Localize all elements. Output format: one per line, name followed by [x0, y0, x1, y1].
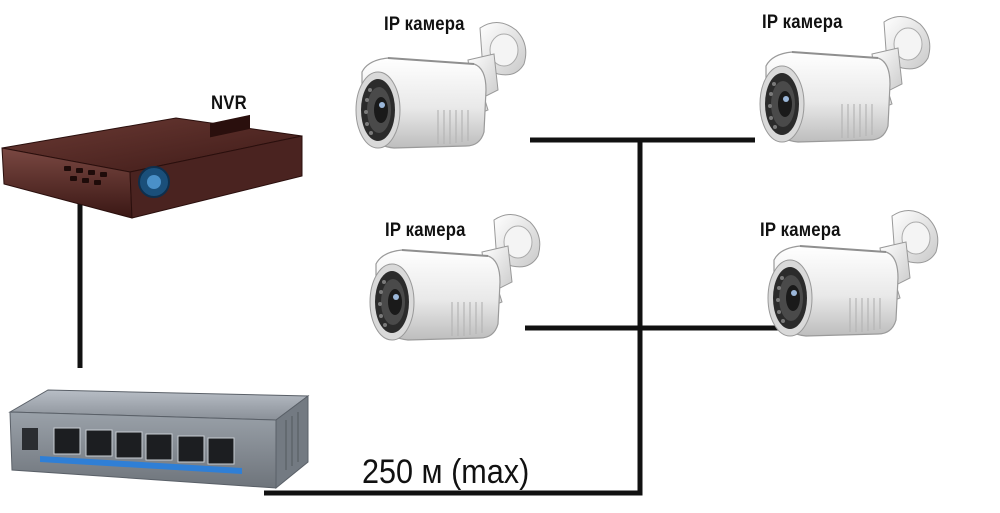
camera-top-right-label: IP камера [762, 12, 843, 33]
camera-mid-right-label: IP камера [760, 220, 841, 241]
cable-lines [77, 137, 780, 496]
camera-mid-left-label: IP камера [385, 220, 466, 241]
distance-label: 250 м (max) [362, 453, 530, 491]
nvr-label: NVR [211, 93, 247, 114]
ip-camera-top-left [355, 21, 527, 149]
ip-camera-top-right [759, 15, 931, 143]
camera-top-left-label: IP камера [384, 14, 465, 35]
nvr-device [1, 114, 303, 219]
poe-switch-device [8, 389, 310, 490]
